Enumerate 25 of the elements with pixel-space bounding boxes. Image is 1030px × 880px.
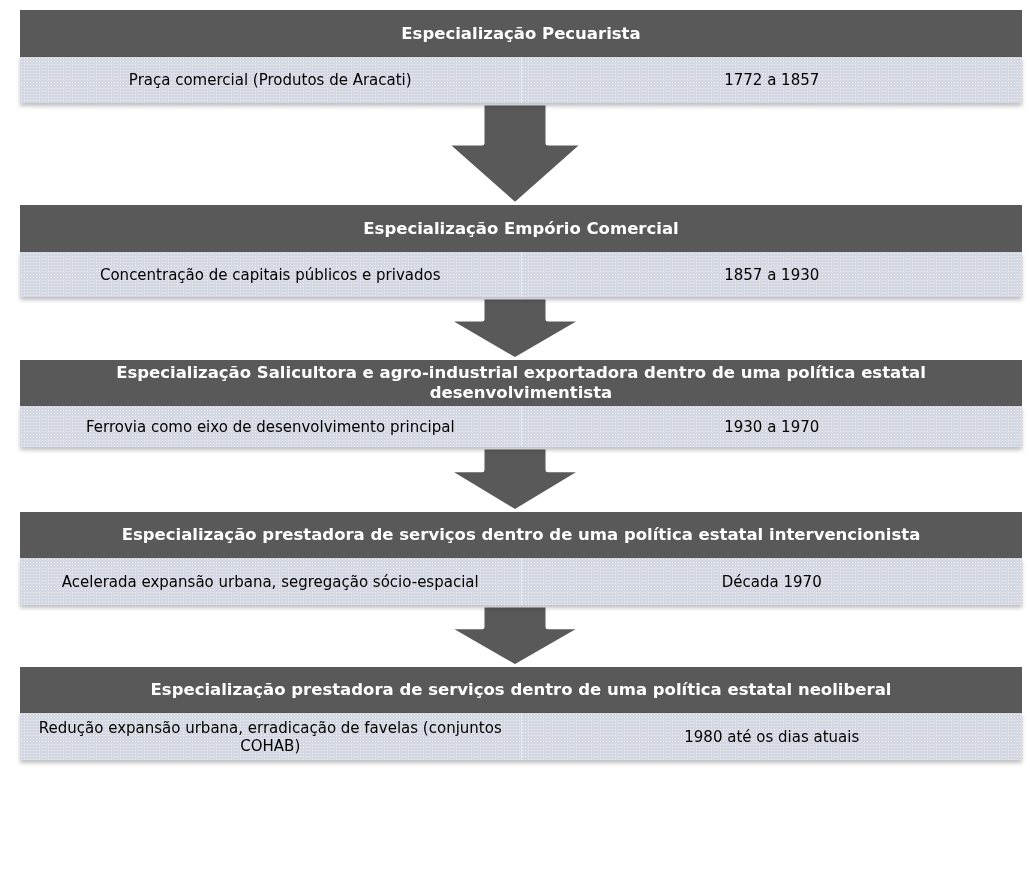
stage-header-bar <box>20 205 1022 252</box>
period-cell: Década 1970 <box>520 558 1022 605</box>
stage-title: Especialização prestadora de serviços dentro de uma política estatal intervencionista <box>121 525 921 545</box>
stage-header-bar <box>20 360 1022 406</box>
period-cell: 1980 até os dias atuais <box>520 713 1022 760</box>
stage-title: Especialização Salicultora e agro-industrial exportadora dentro de uma política estatal desenvolvimentista <box>115 363 927 403</box>
stage-detail-band <box>20 406 1022 447</box>
stage-detail-band <box>20 558 1022 605</box>
description-cell-text: Praça comercial (Produtos de Aracati) <box>127 70 413 91</box>
stage-header-bar <box>20 667 1022 713</box>
stage-header-bar <box>20 512 1022 558</box>
stage-header-bar <box>20 10 1022 57</box>
stage-title: Especialização Empório Comercial <box>363 218 679 239</box>
stage-detail-band <box>20 713 1022 760</box>
stage-title: Especialização prestadora de serviços dentro de uma política estatal neoliberal <box>150 680 892 700</box>
stage-detail-band <box>20 252 1022 297</box>
description-cell-text: Concentração de capitais públicos e privados <box>98 264 442 286</box>
period-cell: 1857 a 1930 <box>520 252 1022 297</box>
description-cell-text: Redução expansão urbana, erradicação de favelas (conjuntos COHAB) <box>37 717 503 757</box>
period-cell: 1772 a 1857 <box>520 57 1022 103</box>
stage-detail-band <box>20 57 1022 103</box>
stage-title: Especialização Pecuarista <box>401 23 641 44</box>
description-cell-text: Acelerada expansão urbana, segregação sócio-espacial <box>60 571 480 593</box>
description-cell-text: Ferrovia como eixo de desenvolvimento principal <box>84 416 456 438</box>
period-cell: 1930 a 1970 <box>520 406 1022 447</box>
